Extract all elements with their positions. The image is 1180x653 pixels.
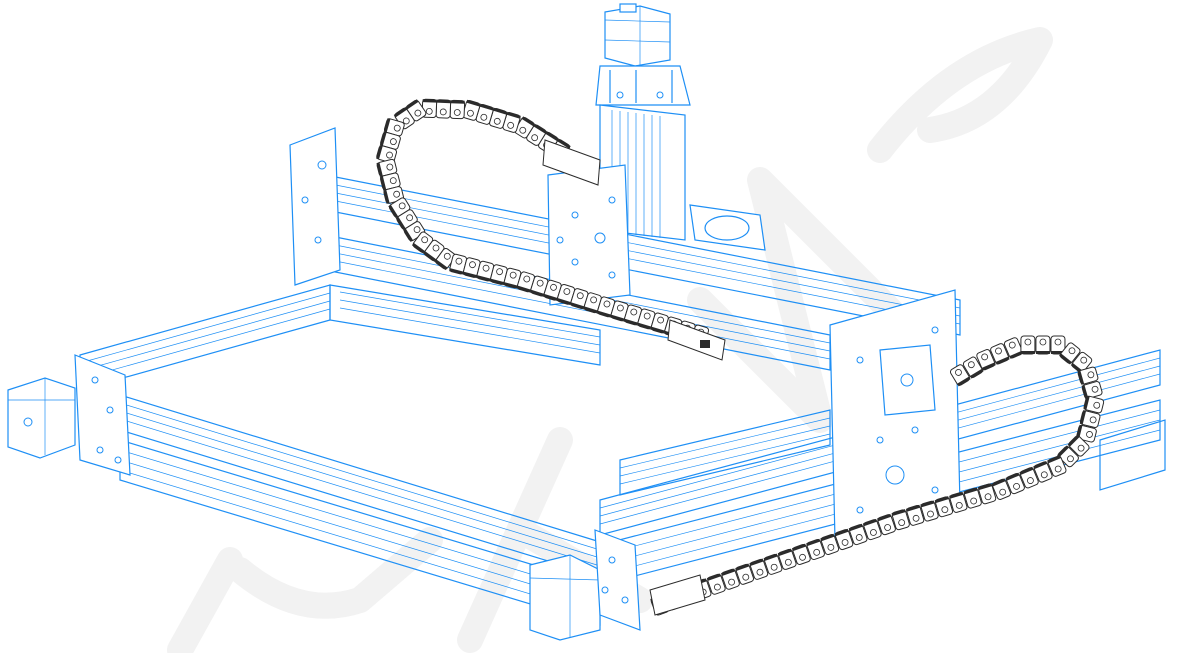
chain-link bbox=[434, 248, 456, 271]
chain-link bbox=[962, 356, 984, 379]
chain-link bbox=[735, 563, 755, 585]
chain-link bbox=[1050, 335, 1066, 355]
chain-link bbox=[1020, 335, 1036, 355]
chain-link bbox=[449, 253, 468, 275]
chain-link bbox=[990, 343, 1010, 365]
chain-link bbox=[1059, 342, 1081, 365]
chain-link bbox=[706, 573, 726, 595]
chain-link bbox=[763, 553, 783, 575]
chain-link bbox=[1079, 410, 1101, 428]
chain-link bbox=[1057, 445, 1079, 468]
chain-link bbox=[877, 513, 896, 536]
chain-link bbox=[934, 496, 954, 518]
chain-link bbox=[476, 260, 495, 282]
chain-link bbox=[623, 304, 642, 326]
chain-link bbox=[449, 99, 466, 120]
chain-link bbox=[749, 558, 769, 580]
chain-link bbox=[721, 568, 740, 590]
chain-link bbox=[376, 158, 398, 177]
middle-rails bbox=[329, 284, 831, 496]
chain-link bbox=[891, 509, 910, 531]
chain-link bbox=[650, 312, 669, 334]
chain-link bbox=[820, 533, 840, 556]
chain-link bbox=[1033, 461, 1053, 483]
chain-link bbox=[905, 504, 925, 526]
chain-link bbox=[791, 543, 811, 565]
chain-link bbox=[848, 523, 868, 546]
chain-link bbox=[976, 349, 996, 371]
y-axis-stepper-front-left bbox=[7, 354, 131, 476]
gantry-plate-rear-left bbox=[289, 127, 341, 286]
chain-link bbox=[977, 483, 997, 505]
chain-link bbox=[1067, 434, 1090, 457]
chain-link bbox=[1047, 455, 1067, 477]
chain-link bbox=[1070, 351, 1093, 374]
chain-link bbox=[435, 99, 452, 119]
chain-link bbox=[383, 118, 405, 137]
chain-link bbox=[963, 487, 982, 509]
chain-link bbox=[1081, 381, 1103, 400]
chain-link bbox=[529, 275, 549, 297]
chain-link bbox=[569, 288, 589, 310]
chain-link bbox=[516, 271, 536, 293]
chain-link bbox=[383, 186, 405, 204]
chain-link bbox=[388, 197, 411, 219]
chain-link bbox=[991, 478, 1012, 500]
gantry-plate-right bbox=[829, 289, 961, 541]
chain-link bbox=[1083, 395, 1105, 414]
chain-link bbox=[1005, 472, 1025, 495]
chain-link bbox=[1077, 366, 1099, 385]
chain-link bbox=[489, 107, 508, 129]
chain-link bbox=[489, 264, 508, 286]
chain-link bbox=[514, 116, 536, 139]
chain-link bbox=[862, 518, 882, 541]
chain-link bbox=[610, 300, 629, 322]
chain-link bbox=[806, 538, 825, 560]
chain-link bbox=[777, 548, 797, 570]
chain-link bbox=[920, 500, 939, 522]
chain-link bbox=[503, 267, 522, 289]
chain-link bbox=[1019, 466, 1039, 489]
y-axis-stepper-front-right bbox=[529, 529, 641, 641]
chain-end-blocks bbox=[542, 139, 726, 616]
chain-link bbox=[502, 111, 521, 133]
chain-link bbox=[1076, 424, 1097, 443]
chain-link bbox=[1035, 335, 1051, 355]
chain-link bbox=[834, 528, 854, 551]
chain-link bbox=[596, 296, 616, 318]
chain-link bbox=[949, 491, 968, 513]
spindle-mount bbox=[689, 204, 766, 251]
chain-link bbox=[949, 364, 971, 387]
x-carriage-plate bbox=[547, 164, 631, 306]
chain-link bbox=[1003, 337, 1024, 359]
